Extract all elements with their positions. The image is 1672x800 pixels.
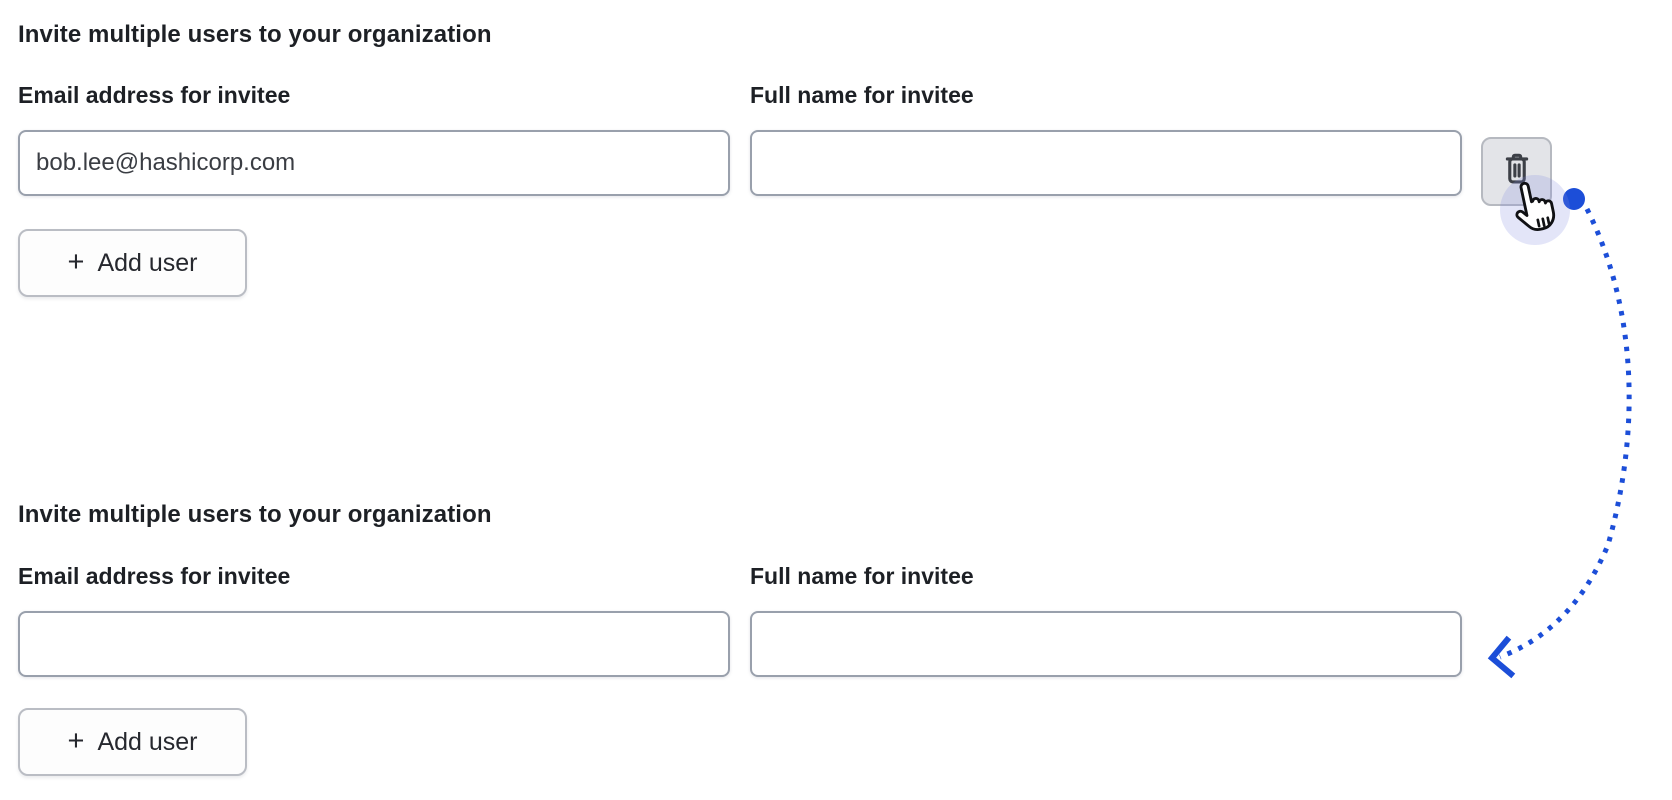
- dotted-curved-arrow: [1499, 207, 1632, 660]
- email-input[interactable]: [18, 611, 730, 677]
- form-heading: Invite multiple users to your organizati…: [18, 21, 492, 48]
- email-label: Email address for invitee: [18, 563, 291, 589]
- plus-icon: +: [67, 245, 85, 278]
- arrow-start-dot: [1563, 188, 1585, 210]
- add-user-label: Add user: [97, 248, 198, 277]
- add-user-button[interactable]: + Add user: [18, 229, 247, 297]
- full-name-input[interactable]: [750, 611, 1462, 677]
- full-name-input[interactable]: [750, 130, 1462, 196]
- full-name-label: Full name for invitee: [750, 82, 974, 108]
- full-name-label: Full name for invitee: [750, 563, 974, 589]
- arrow-head-icon: [1487, 635, 1516, 679]
- email-input[interactable]: [18, 130, 730, 196]
- add-user-button[interactable]: + Add user: [18, 708, 247, 776]
- trash-icon: [1500, 151, 1534, 187]
- plus-icon: +: [67, 724, 85, 757]
- add-user-label: Add user: [97, 727, 198, 756]
- form-heading: Invite multiple users to your organizati…: [18, 501, 492, 528]
- delete-row-button[interactable]: [1481, 137, 1552, 206]
- email-label: Email address for invitee: [18, 82, 291, 108]
